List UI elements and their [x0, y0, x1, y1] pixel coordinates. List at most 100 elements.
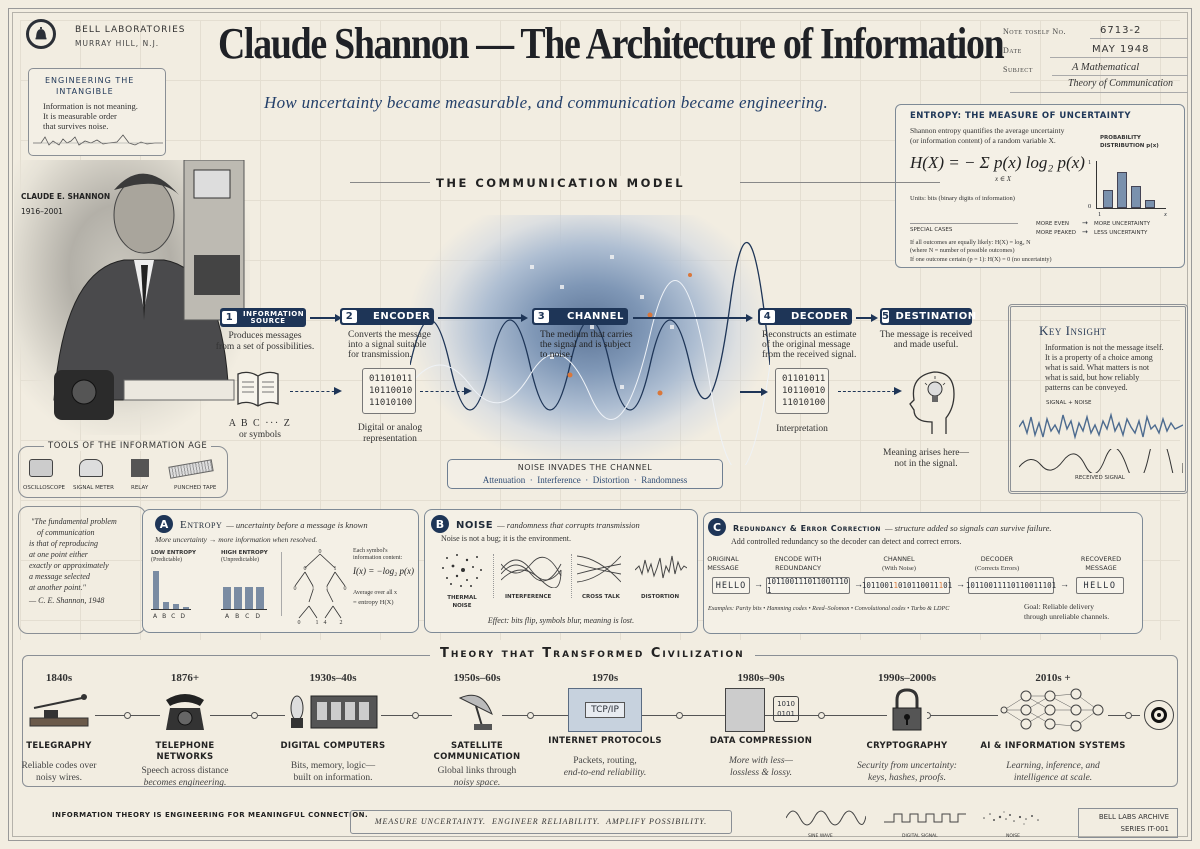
note-card: Note toself No. 6713-2 Date MAY 1948 Sub… — [990, 14, 1190, 102]
step-4-decoder[interactable]: 4 DECODER — [758, 308, 852, 325]
entropy-desc-2: (or information content) of a random var… — [910, 136, 1056, 145]
subject-line-1: A Mathematical — [1072, 62, 1140, 73]
footer-tagline: INFORMATION THEORY IS ENGINEERING FOR ME… — [52, 811, 369, 819]
received-signal-wave-icon — [1019, 449, 1183, 473]
timeline-item-digital-computers: 1930s–40s DIGITAL COMPUTERS Bits, memory… — [280, 672, 386, 783]
dist-label-1: PROBABILITY — [1100, 135, 1141, 141]
svg-text:1: 1 — [334, 566, 337, 572]
dist-label-2: DISTRIBUTION p(x) — [1100, 143, 1159, 149]
arrow-2-3 — [438, 314, 528, 321]
date-label: Date — [1003, 46, 1022, 55]
arrow-channel-decoder — [740, 388, 768, 395]
key-insight-panel: Key Insight Information is not the messa… — [1008, 304, 1188, 494]
telephone-icon — [160, 688, 210, 732]
neural-network-icon — [998, 688, 1108, 732]
distortion-icon — [635, 555, 687, 579]
shannon-name: CLAUDE E. SHANNON — [21, 192, 111, 201]
archive-label: BELL LABS ARCHIVE SERIES IT-001 — [1078, 808, 1178, 838]
entropy-formula: H(X) = − Σ p(x) log₂ p(x) — [910, 153, 1085, 172]
entropy-desc-1: Shannon entropy quantifies the average u… — [910, 126, 1065, 135]
footer-motto-banner: MEASURE UNCERTAINTY. ENGINEER RELIABILIT… — [350, 810, 732, 834]
high-entropy-chart — [221, 570, 267, 610]
step-2-encoder[interactable]: 2 ENCODER — [340, 308, 434, 325]
portrait-illustration — [53, 159, 245, 420]
cross-talk-icon — [577, 555, 621, 583]
encoded-message: 101100111011001110 1 — [766, 576, 850, 595]
satellite-dish-icon — [452, 688, 502, 732]
intangible-title-2: intangible — [56, 87, 114, 96]
tcp-ip-icon: TCP/IP — [585, 702, 625, 718]
svg-text:4: 4 — [324, 620, 327, 624]
special-cases: SPECIAL CASES — [910, 227, 953, 233]
noise-cloud — [409, 215, 771, 471]
bell-logo — [26, 19, 56, 49]
distribution-chart — [1096, 161, 1166, 209]
digital-signal-icon — [884, 813, 966, 823]
entropy-title: ENTROPY: THE MEASURE OF UNCERTAINTY — [910, 111, 1132, 121]
arrow-encoder-channel — [420, 387, 472, 395]
page-title: Claude Shannon — The Architecture of Inf… — [218, 19, 1005, 68]
svg-text:2: 2 — [340, 620, 343, 624]
entropy-formula-sub: x ∈ X — [995, 175, 1012, 183]
section-a-entropy: A Entropy — uncertainty before a message… — [142, 509, 419, 633]
model-title: THE COMMUNICATION MODEL — [430, 176, 692, 190]
step-1-information-source[interactable]: 1 INFORMATION SOURCE — [220, 308, 306, 327]
subject-label: Subject — [1003, 65, 1033, 74]
svg-text:1: 1 — [326, 586, 329, 592]
tools-panel: TOOLS OF THE INFORMATION AGE OSCILLOSCOP… — [18, 441, 228, 498]
shannon-years: 1916–2001 — [21, 207, 63, 216]
head-lightbulb-icon — [909, 371, 955, 434]
target-icon — [1144, 700, 1174, 730]
key-insight-title: Key Insight — [1039, 323, 1107, 338]
timeline-item-cryptography: 1990s–2000s CRYPTOGRAPHY Security from u… — [857, 672, 957, 783]
arrow-source-encoder — [290, 387, 342, 395]
date-value: MAY 1948 — [1092, 44, 1150, 55]
padlock-icon — [887, 688, 927, 732]
decoder-bits: 01101011 10110010 11010100 — [775, 368, 829, 414]
shannon-portrait — [14, 159, 250, 435]
note-number: 6713-2 — [1100, 25, 1142, 36]
timeline-item-telegraphy: 1840s TELEGRAPHY Reliable codes over noi… — [21, 672, 97, 783]
zip-file-icon — [725, 688, 765, 732]
arrow-4-5 — [856, 314, 878, 321]
svg-text:0: 0 — [319, 549, 322, 555]
svg-text:0: 0 — [304, 566, 307, 572]
timeline-title: Theory that Transformed Civilization — [430, 646, 755, 661]
noise-pattern-icon — [983, 811, 1039, 825]
low-entropy-chart — [151, 570, 191, 610]
intangible-text-3: that survives noise. — [43, 121, 109, 131]
signal-noise-wave-icon — [1019, 412, 1183, 440]
thermal-noise-icon — [442, 554, 482, 587]
timeline-item-telephone: 1876+ TELEPHONE NETWORKS Speech across d… — [141, 672, 229, 788]
decoded-message: 10110011110110011101 — [966, 577, 1056, 594]
timeline-item-internet: 1970s TCP/IP INTERNET PROTOCOLS Packets,… — [548, 672, 662, 778]
org-location: MURRAY HILL, N.J. — [75, 39, 160, 48]
intangible-box: Engineering the intangible Information i… — [28, 68, 166, 156]
noise-invades-box: NOISE INVADES THE CHANNEL Attenuation · … — [447, 459, 723, 489]
tools-title: TOOLS OF THE INFORMATION AGE — [44, 441, 212, 451]
step-3-channel[interactable]: 3 CHANNEL — [532, 308, 628, 325]
computer-icon — [285, 688, 381, 732]
section-c-error-correction: C Redundancy & Error Correction — struct… — [703, 512, 1143, 634]
timeline-item-ai: 2010s + AI & INFORMATION SYSTEMS Learnin… — [980, 672, 1126, 783]
recovered-message: HELLO — [1076, 577, 1124, 594]
intangible-title: Engineering the — [45, 76, 135, 85]
entropy-panel: ENTROPY: THE MEASURE OF UNCERTAINTY Shan… — [895, 104, 1185, 268]
svg-text:1: 1 — [316, 620, 319, 624]
bell-icon — [35, 27, 47, 40]
page-subtitle: How uncertainty became measurable, and c… — [264, 93, 829, 112]
svg-text:1: 1 — [312, 586, 315, 592]
timeline-item-satellite: 1950s–60s SATELLITE COMMUNICATION Global… — [433, 672, 521, 788]
svg-text:0: 0 — [298, 620, 301, 624]
waveform-icon — [33, 134, 163, 146]
step-5-destination[interactable]: 5 DESTINATION — [880, 308, 976, 325]
intangible-text-2: It is measurable order — [43, 111, 117, 121]
outer-frame — [8, 8, 1192, 841]
subject-line-2: Theory of Communication — [1068, 78, 1173, 89]
telegraph-icon — [24, 688, 94, 732]
svg-text:0: 0 — [294, 586, 297, 592]
encoder-bits: 01101011 10110010 11010100 — [362, 368, 416, 414]
